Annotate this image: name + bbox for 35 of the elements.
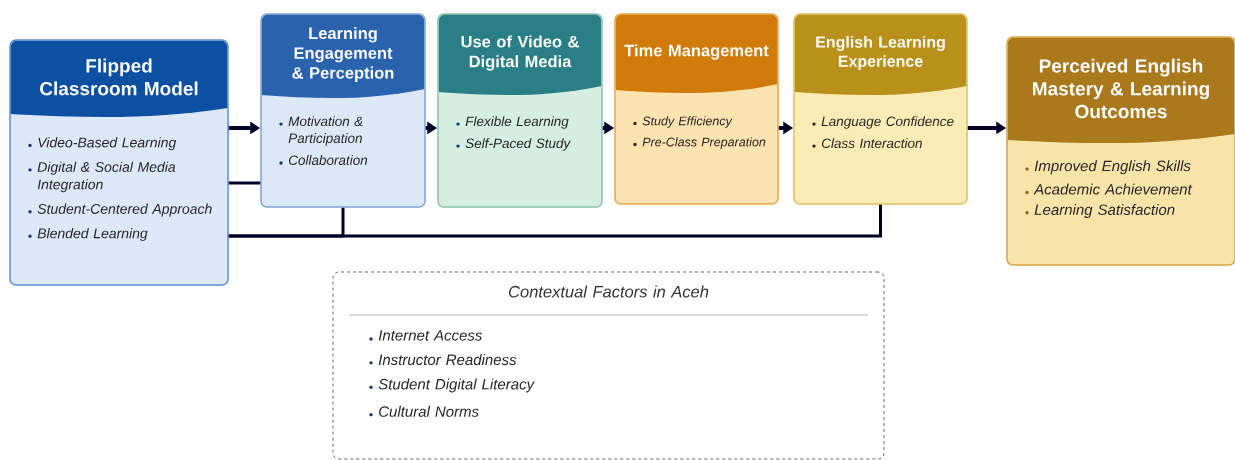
bullet-item: Improved English Skills <box>1034 160 1191 175</box>
bullet-item: Learning Satisfaction <box>1034 204 1175 218</box>
box-heading: Time Management <box>624 44 769 60</box>
bullet-item: Instructor Readiness <box>378 354 517 366</box>
process-box <box>437 13 603 208</box>
bullet-item: Pre-Class Preparation <box>642 137 766 149</box>
connector-line <box>228 204 882 238</box>
process-box <box>793 13 968 205</box>
bullet-item: Language Confidence <box>821 116 954 129</box>
box-heading: Perceived English Mastery & Learning Outcomes <box>1033 58 1209 119</box>
bullet-item: Study Efficiency <box>642 116 733 128</box>
process-box <box>1006 36 1235 266</box>
bullet-item: Self-Paced Study <box>465 138 571 151</box>
process-box <box>260 13 426 208</box>
bullet-item: Internet Access <box>378 330 483 341</box>
connector-line <box>228 181 261 185</box>
box-heading: Contextual Factors in Aceh <box>509 285 709 298</box>
bullet-item: Motivation & Participation <box>288 116 363 146</box>
bullet-item: Cultural Norms <box>379 405 479 417</box>
box-heading: Flipped Classroom Model <box>40 58 198 96</box>
process-box <box>614 13 779 205</box>
bullet-item: Blended Learning <box>37 228 148 242</box>
process-box <box>9 39 229 286</box>
bullet-item: Digital & Social Media Integration <box>37 161 176 193</box>
bullet-item: Video-Based Learning <box>38 137 177 151</box>
process-box <box>332 271 885 460</box>
box-heading: English Learning Experience <box>816 35 945 71</box>
bullet-item: Student-Centered Approach <box>37 203 212 217</box>
box-heading: Learning Engagement & Perception <box>292 27 394 82</box>
box-heading: Use of Video & Digital Media <box>461 35 579 71</box>
bullet-item: Collaboration <box>288 155 368 165</box>
bullet-item: Student Digital Literacy <box>378 378 535 393</box>
bullet-item: Flexible Learning <box>465 116 569 129</box>
bullet-item: Academic Achievement <box>1033 183 1193 195</box>
bullet-item: Class Interaction <box>821 138 922 149</box>
